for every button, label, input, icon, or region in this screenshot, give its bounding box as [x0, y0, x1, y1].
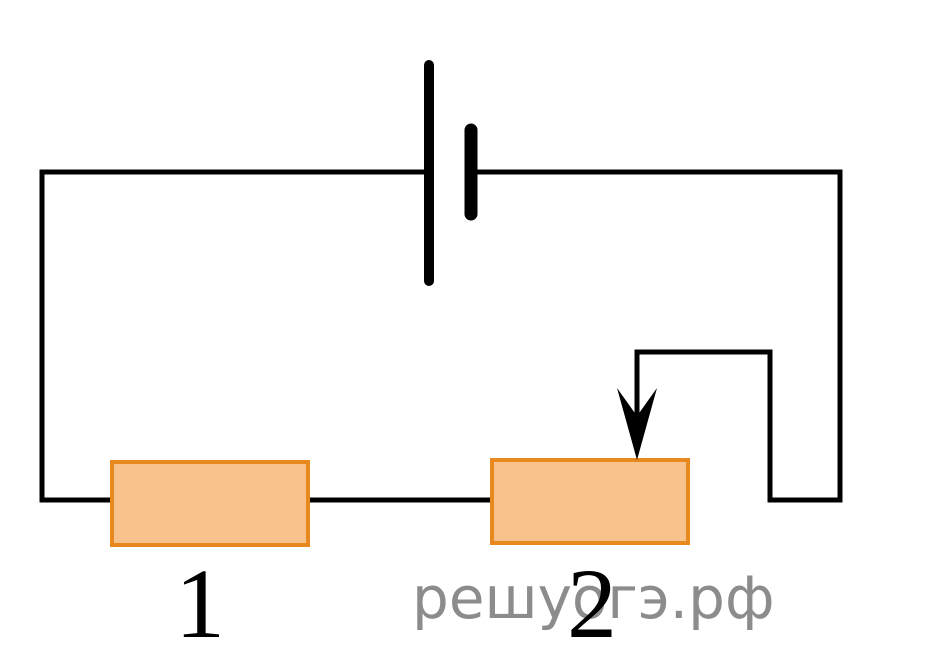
resistor-1-label: 1: [175, 548, 225, 659]
resistor-1: [110, 460, 310, 547]
wire-right-loop: [468, 169, 843, 503]
wires: [39, 169, 843, 503]
watermark-text: решуогэ.рф: [412, 564, 775, 632]
wire-left-loop: [39, 169, 432, 503]
slider-arrowhead: [617, 388, 657, 460]
battery-symbol: [424, 60, 478, 286]
resistor-2: [490, 458, 690, 545]
resistor-2-label: 2: [567, 548, 617, 659]
